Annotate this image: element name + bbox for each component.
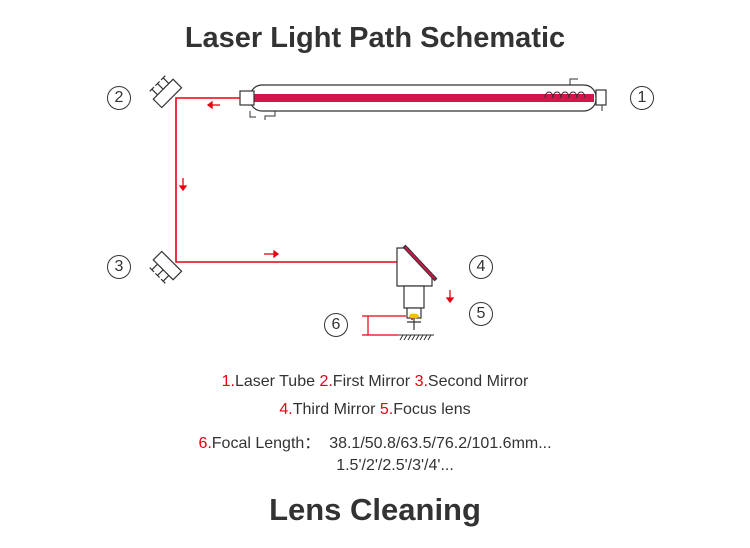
callout-5: 5 xyxy=(469,302,493,326)
laser-head xyxy=(396,244,438,330)
legend-focal-length: Focal Length： xyxy=(211,435,321,452)
legend-line-4: 1.5'/2'/2.5'/3'/4'... xyxy=(0,457,750,475)
legend-first-mirror: First Mirror xyxy=(332,373,411,390)
legend-third-mirror: Third Mirror xyxy=(292,401,376,418)
callout-1: 1 xyxy=(630,86,654,110)
direction-arrows xyxy=(178,100,455,304)
laser-tube xyxy=(239,78,607,120)
page-title: Laser Light Path Schematic xyxy=(184,22,566,54)
callout-3: 3 xyxy=(107,255,131,279)
section-title: Lens Cleaning xyxy=(269,492,481,527)
legend-line-1: 1.Laser Tube 2.First Mirror 3.Second Mir… xyxy=(221,373,529,390)
legend-line-3: 6.Focal Length： 38.1/50.8/63.5/76.2/101.… xyxy=(198,435,552,452)
legend-focus-lens: Focus lens xyxy=(393,401,471,418)
focal-length-inch: 1.5'/2'/2.5'/3'/4'... xyxy=(336,457,454,474)
first-mirror xyxy=(149,75,183,109)
legend-line-2: 4.Third Mirror 5.Focus lens xyxy=(279,401,471,418)
callout-4: 4 xyxy=(469,255,493,279)
callout-6: 6 xyxy=(324,313,348,337)
laser-beam xyxy=(175,97,413,320)
callout-2: 2 xyxy=(107,86,131,110)
second-mirror xyxy=(149,250,183,284)
legend-second-mirror: Second Mirror xyxy=(427,373,529,390)
focal-length-mm: 38.1/50.8/63.5/76.2/101.6mm... xyxy=(329,435,552,452)
focal-length-marker xyxy=(362,315,406,336)
legend-laser-tube: Laser Tube xyxy=(234,373,315,390)
workpiece xyxy=(398,334,434,341)
